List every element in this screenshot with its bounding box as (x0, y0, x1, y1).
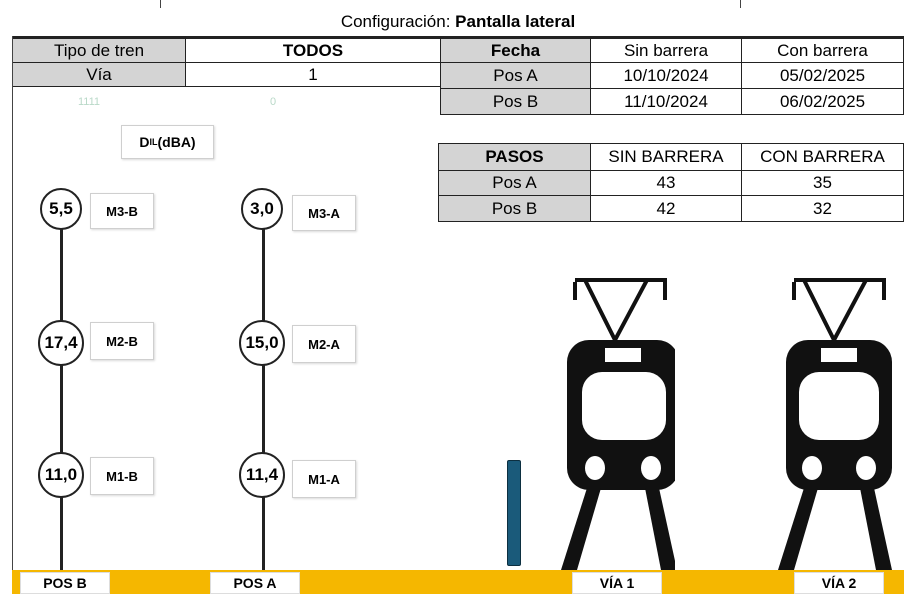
pasos-pos-b-sin: 42 (590, 195, 742, 222)
tipo-tren-label: Tipo de tren (12, 38, 186, 63)
fecha-header: Fecha (440, 38, 591, 63)
track-2-label: VÍA 2 (794, 572, 884, 594)
fecha-pos-b-sin: 11/10/2024 (590, 88, 742, 115)
track-1-label: VÍA 1 (572, 572, 662, 594)
left-border (12, 36, 13, 570)
pasos-row-pos-b: Pos B (438, 195, 591, 222)
pos-a-label: POS A (210, 572, 300, 594)
noise-barrier (507, 460, 521, 566)
top-divider-left (160, 0, 161, 8)
config-title: Configuración: Pantalla lateral (12, 8, 904, 38)
tipo-tren-value: TODOS (185, 38, 441, 63)
pos-b-label: POS B (20, 572, 110, 594)
faint-text-right: 0 (270, 96, 277, 108)
pos-a-m2-value: 15,0 (239, 320, 285, 366)
pos-b-m3-value: 5,5 (40, 188, 82, 230)
sin-barrera-header: Sin barrera (590, 38, 742, 63)
pos-a-pole (262, 208, 265, 570)
pos-a-m1-tag: M1-A (292, 460, 356, 498)
via-label: Vía (12, 62, 186, 87)
con-barrera-header: Con barrera (741, 38, 904, 63)
pos-a-m3-value: 3,0 (241, 188, 283, 230)
train-icon-track-2 (778, 278, 892, 570)
via-value: 1 (185, 62, 441, 87)
faint-text-left: 1111 (78, 96, 101, 108)
pos-b-m1-tag: M1-B (90, 457, 154, 495)
fecha-pos-b-con: 06/02/2025 (741, 88, 904, 115)
pos-b-m3-tag: M3-B (90, 193, 154, 229)
dil-sub: IL (149, 137, 158, 147)
config-value: Pantalla lateral (455, 12, 576, 31)
config-label: Configuración: (340, 12, 451, 31)
fecha-row-pos-a: Pos A (440, 62, 591, 89)
top-divider-right (740, 0, 741, 8)
fecha-row-pos-b: Pos B (440, 88, 591, 115)
pasos-row-pos-a: Pos A (438, 170, 591, 196)
fecha-pos-a-con: 05/02/2025 (741, 62, 904, 89)
pos-a-m2-tag: M2-A (292, 325, 356, 363)
pasos-pos-b-con: 32 (741, 195, 904, 222)
pasos-header: PASOS (438, 143, 591, 171)
con-barrera-pasos-header: CON BARRERA (741, 143, 904, 171)
pos-b-m1-value: 11,0 (38, 452, 84, 498)
pos-b-pole (60, 208, 63, 570)
pasos-pos-a-sin: 43 (590, 170, 742, 196)
dil-unit: (dBA) (157, 134, 196, 150)
pos-a-m3-tag: M3-A (292, 195, 356, 231)
pos-a-m1-value: 11,4 (239, 452, 285, 498)
ground-strip (12, 570, 904, 594)
dil-main: D (139, 134, 150, 150)
train-icon-track-1 (561, 278, 675, 570)
fecha-pos-a-sin: 10/10/2024 (590, 62, 742, 89)
pos-b-m2-value: 17,4 (38, 320, 84, 366)
pos-b-m2-tag: M2-B (90, 322, 154, 360)
pasos-pos-a-con: 35 (741, 170, 904, 196)
sin-barrera-pasos-header: SIN BARRERA (590, 143, 742, 171)
